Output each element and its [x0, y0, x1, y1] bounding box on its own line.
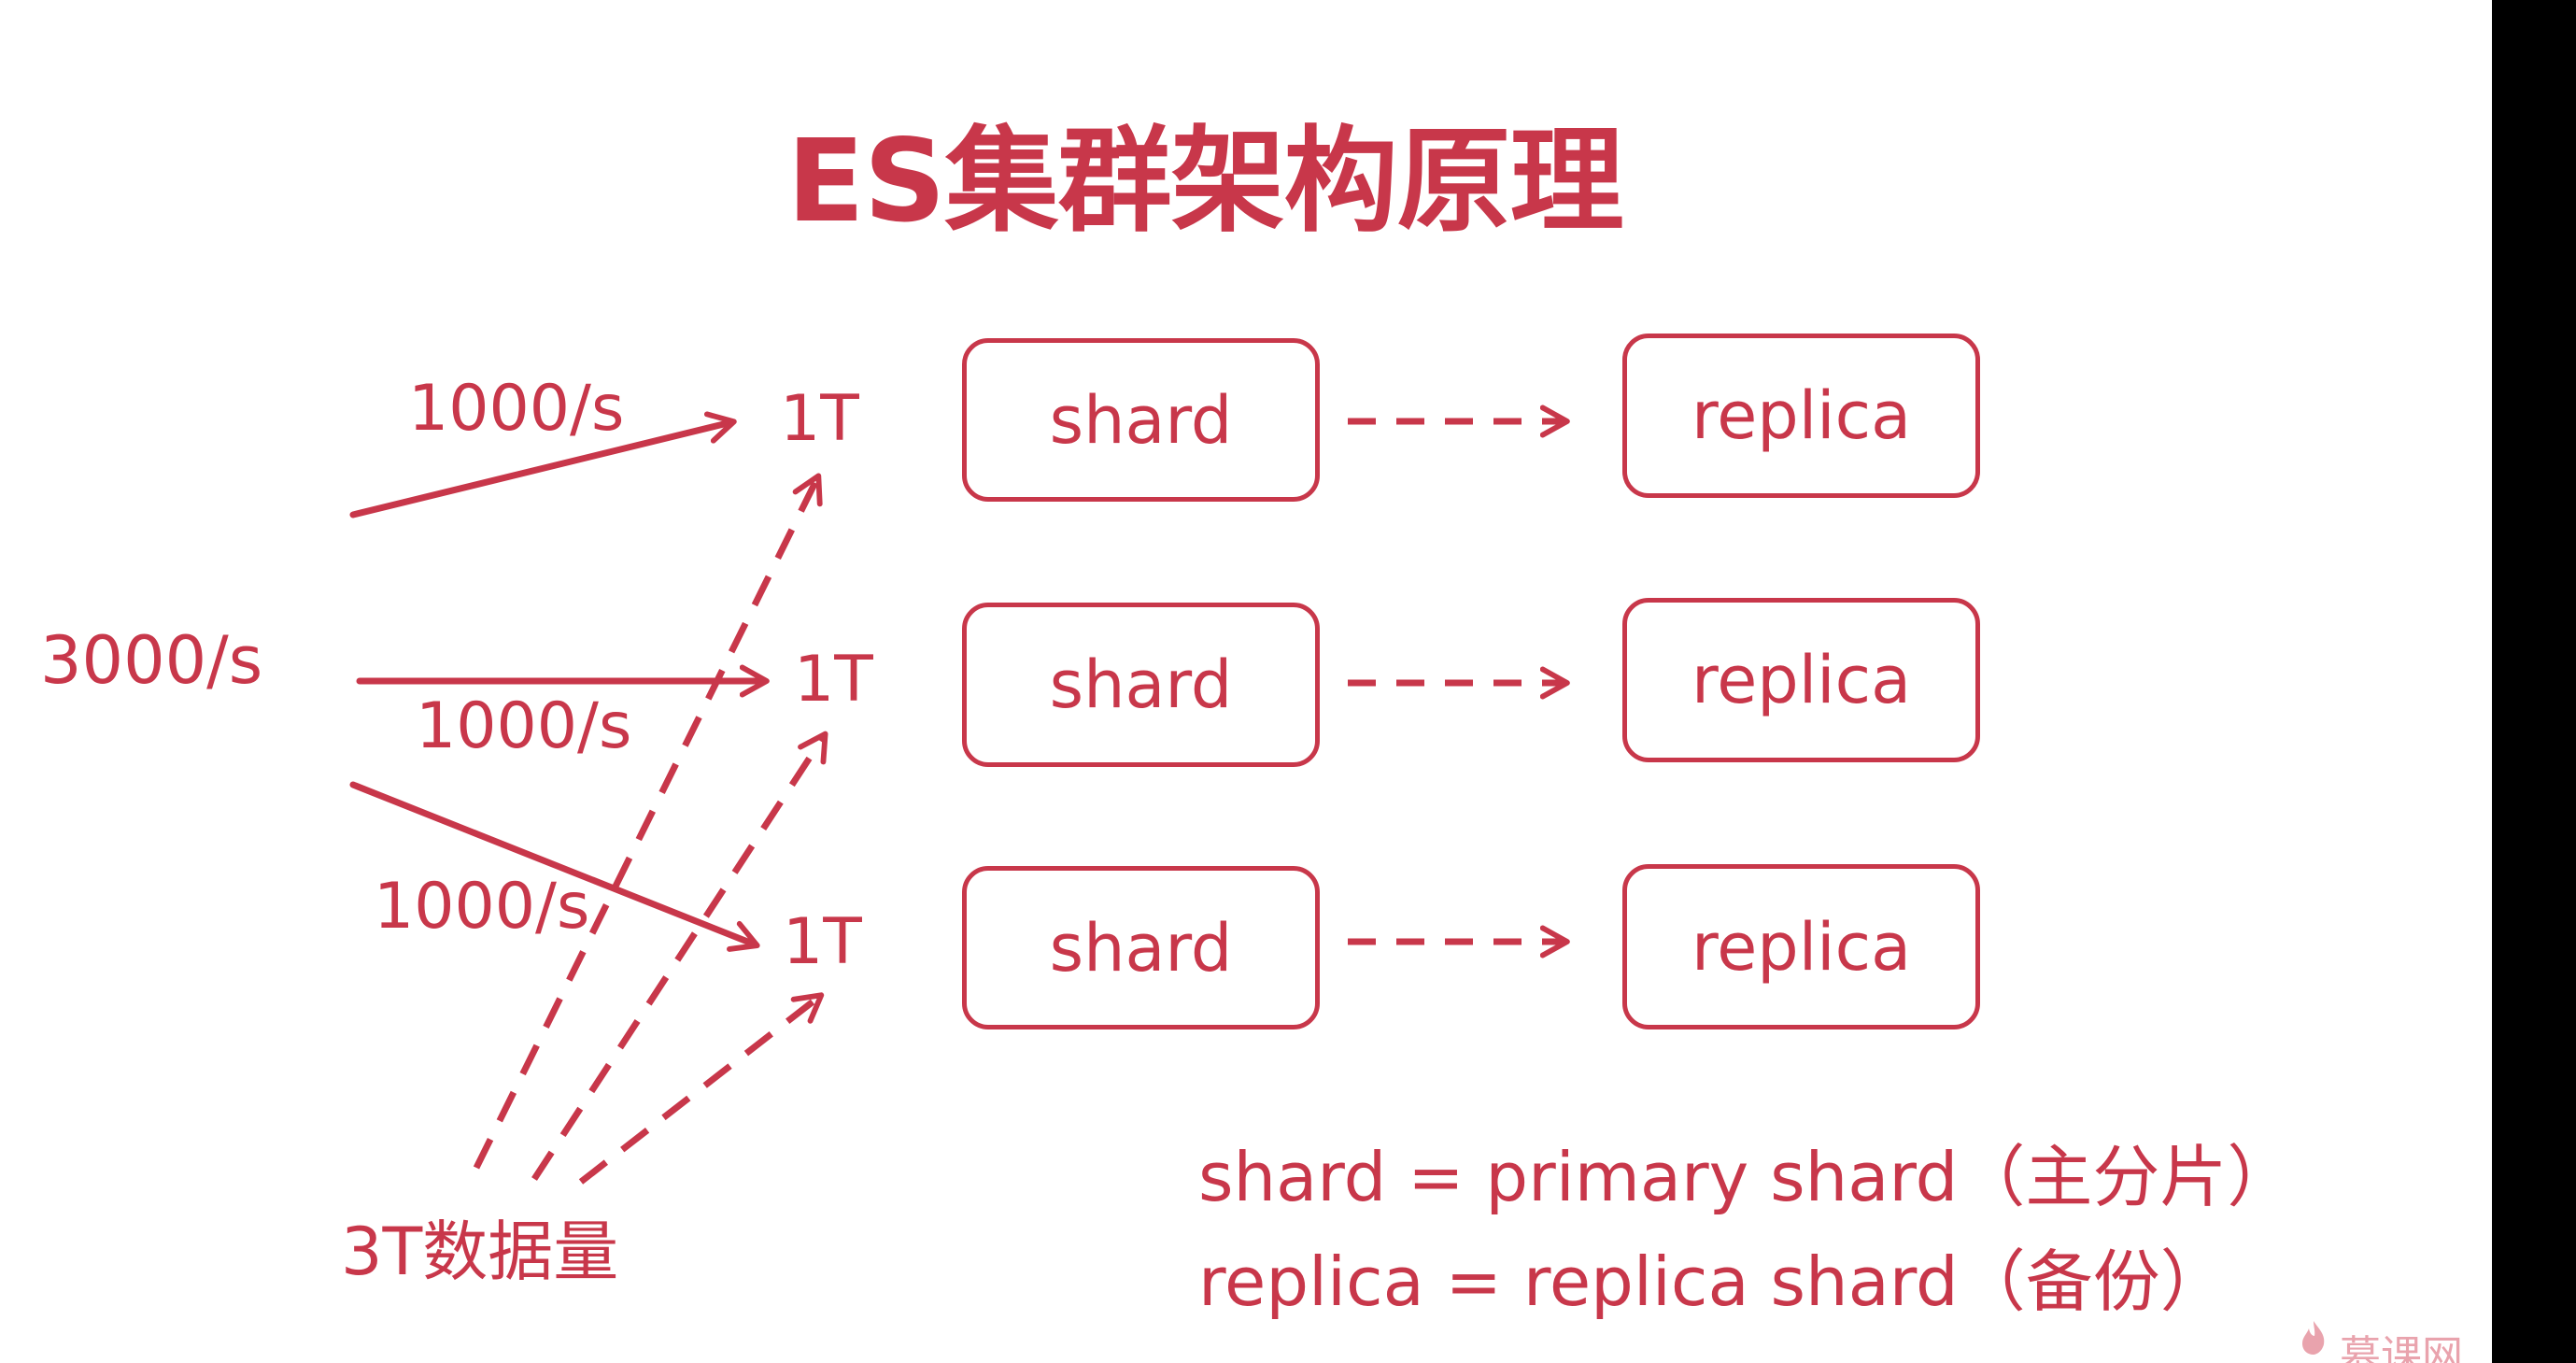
node-size-label-2: 1T [794, 643, 873, 717]
replica-box-3: replica [1622, 864, 1980, 1029]
replica-label: replica [1691, 377, 1912, 454]
shard-label: shard [1049, 646, 1233, 723]
replica-label: replica [1691, 642, 1912, 718]
legend-line-shard: shard = primary shard（主分片） [1198, 1138, 2295, 1216]
replica-box-1: replica [1622, 334, 1980, 498]
shard-box-1: shard [962, 338, 1320, 502]
data-arrow-2 [531, 731, 828, 1181]
data-arrow-1 [473, 473, 823, 1170]
shard-label: shard [1049, 381, 1233, 459]
shard-box-2: shard [962, 603, 1320, 767]
source-rate-label: 3000/s [40, 622, 263, 699]
rate-label-3: 1000/s [374, 870, 590, 944]
request-arrow-1 [349, 411, 737, 518]
node-size-label-1: 1T [780, 382, 859, 456]
source-data-label: 3T数据量 [341, 1214, 619, 1290]
right-black-bar [2492, 0, 2576, 1363]
slide-title: ES集群架构原理 [786, 115, 1623, 248]
replica-label: replica [1691, 908, 1912, 986]
flame-logo-icon [2302, 1321, 2325, 1355]
watermark: 慕课网 [2340, 1332, 2463, 1363]
node-size-label-3: 1T [783, 905, 862, 979]
shard-label: shard [1049, 909, 1233, 987]
request-arrow-3 [349, 781, 760, 952]
rate-label-2: 1000/s [416, 689, 632, 763]
shard-box-3: shard [962, 866, 1320, 1029]
rate-label-1: 1000/s [408, 372, 625, 446]
replica-box-2: replica [1622, 598, 1980, 762]
legend-line-replica: replica = replica shard（备份） [1198, 1242, 2228, 1321]
data-arrow-3 [578, 992, 825, 1185]
